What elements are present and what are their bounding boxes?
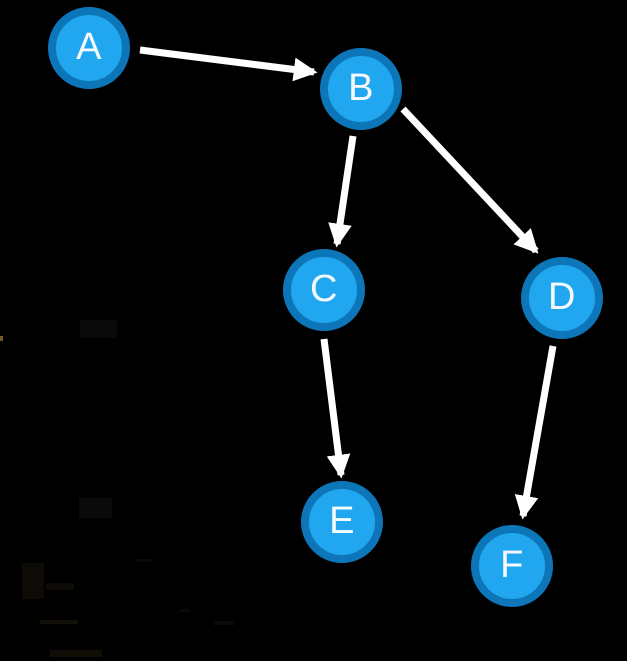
node-F[interactable]: F [471, 525, 553, 607]
node-D[interactable]: D [521, 257, 603, 339]
ghost-artifact [137, 559, 151, 562]
ghost-artifact [50, 650, 102, 657]
node-label: F [500, 544, 524, 586]
ghost-artifact [180, 609, 190, 612]
node-label: A [76, 26, 102, 68]
node-label: B [348, 67, 374, 109]
ghost-artifact [79, 498, 112, 518]
node-label: E [329, 500, 355, 542]
ghost-artifact [0, 336, 3, 341]
node-A[interactable]: A [48, 7, 130, 89]
ghost-artifact [80, 320, 117, 338]
node-label: C [310, 268, 338, 310]
ghost-artifact [46, 583, 74, 590]
ghost-artifact [213, 621, 235, 625]
node-E[interactable]: E [301, 481, 383, 563]
node-B[interactable]: B [320, 48, 402, 130]
ghost-artifact [22, 563, 44, 599]
node-C[interactable]: C [283, 249, 365, 331]
node-label: D [548, 276, 576, 318]
ghost-artifact [40, 620, 78, 624]
